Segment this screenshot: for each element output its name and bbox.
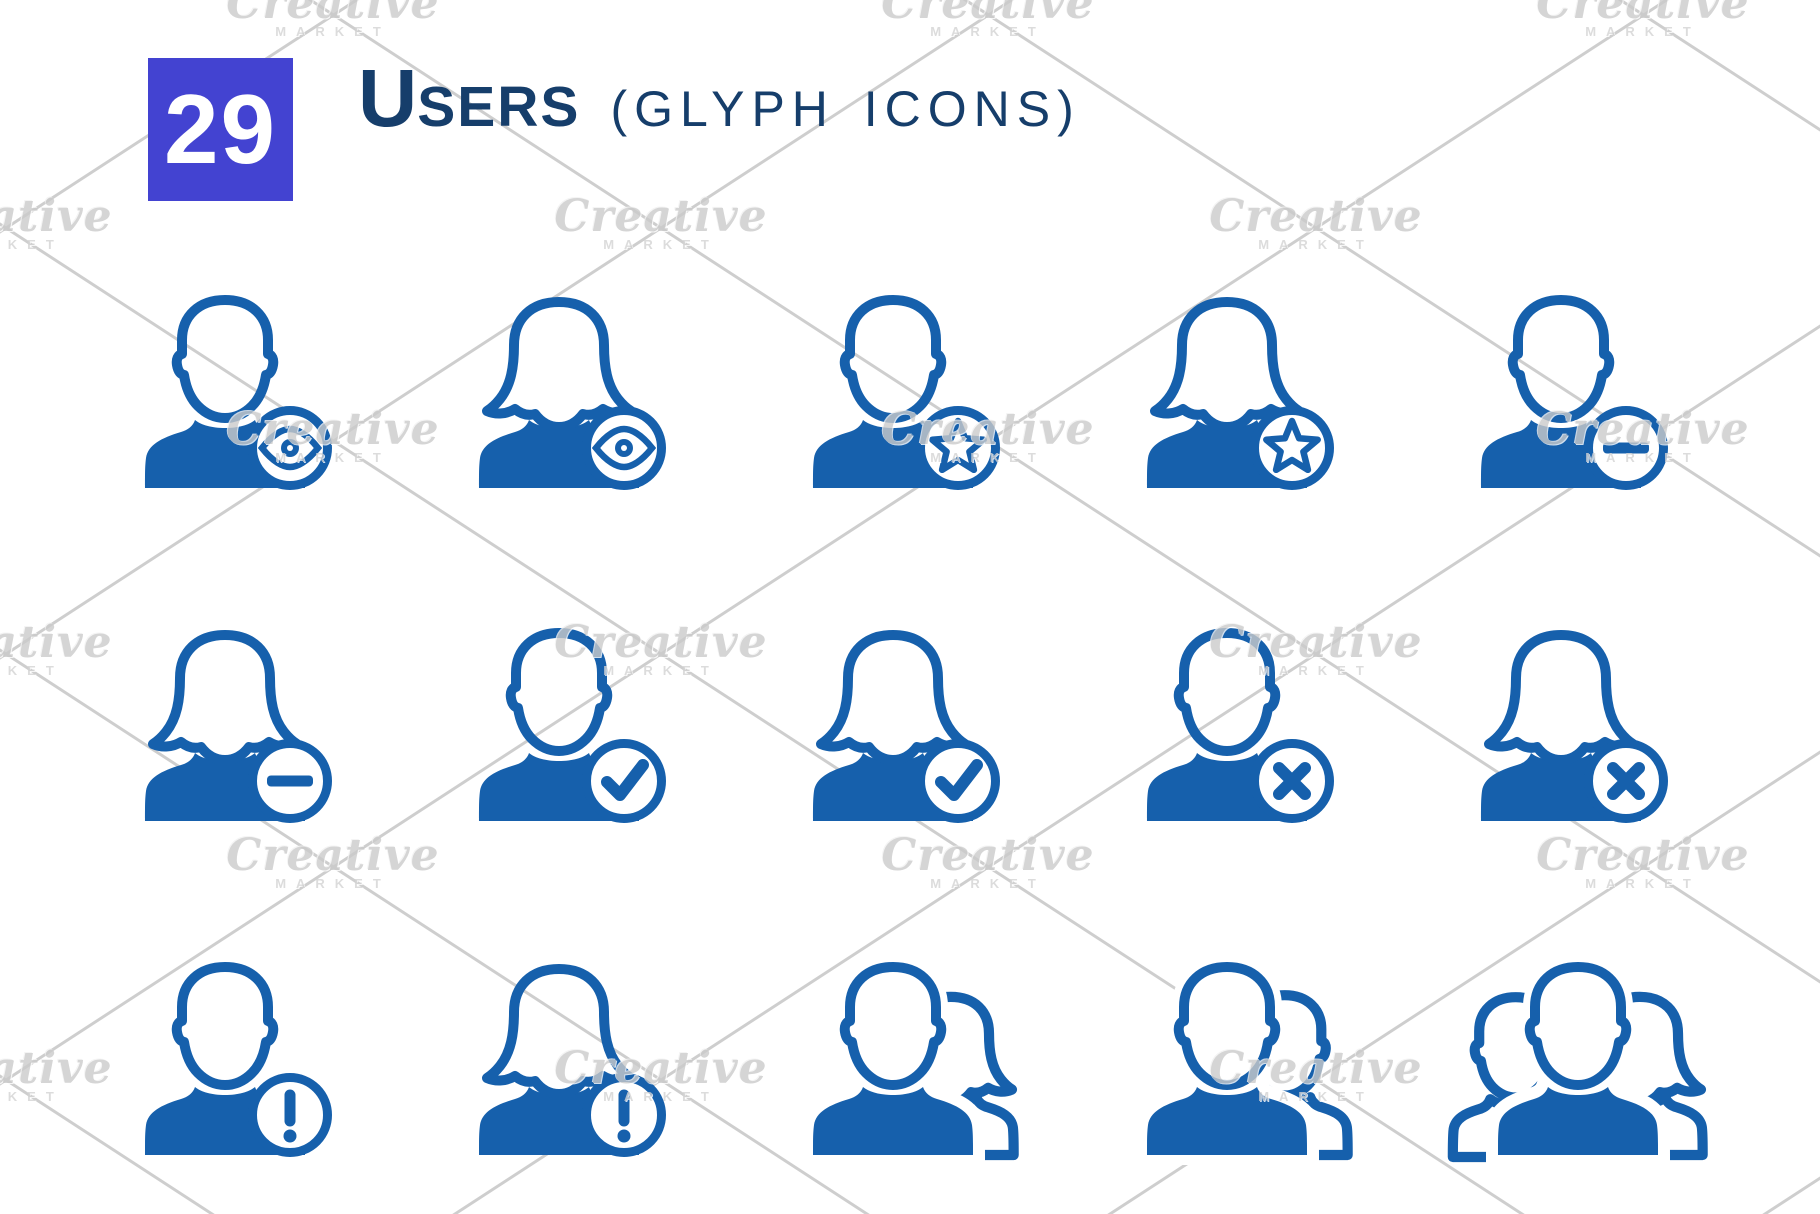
icon-user-male-alert (130, 955, 340, 1170)
icon-user-male-view (130, 288, 340, 503)
icon-count-badge: 29 (148, 58, 293, 201)
icon-user-male-favorite (798, 288, 1008, 503)
title-initial: U (358, 53, 418, 144)
icon-user-male-delete (1132, 621, 1342, 836)
icon-users-male-female (798, 955, 1038, 1170)
title-subtitle: (GLYPH ICONS) (610, 81, 1081, 137)
icon-user-female-approve (798, 621, 1008, 836)
icon-user-female-remove (130, 621, 340, 836)
icon-users-group-three (1428, 955, 1708, 1170)
icon-user-female-alert (464, 955, 674, 1170)
title-rest: SERS (417, 75, 581, 139)
page-title: USERS (GLYPH ICONS) (358, 52, 1081, 146)
icon-user-female-favorite (1132, 288, 1342, 503)
icon-user-male-approve (464, 621, 674, 836)
icon-user-female-delete (1466, 621, 1676, 836)
icon-count: 29 (163, 74, 277, 184)
icon-users-two-male (1132, 955, 1372, 1170)
icon-user-male-remove (1466, 288, 1676, 503)
icon-user-female-view (464, 288, 674, 503)
